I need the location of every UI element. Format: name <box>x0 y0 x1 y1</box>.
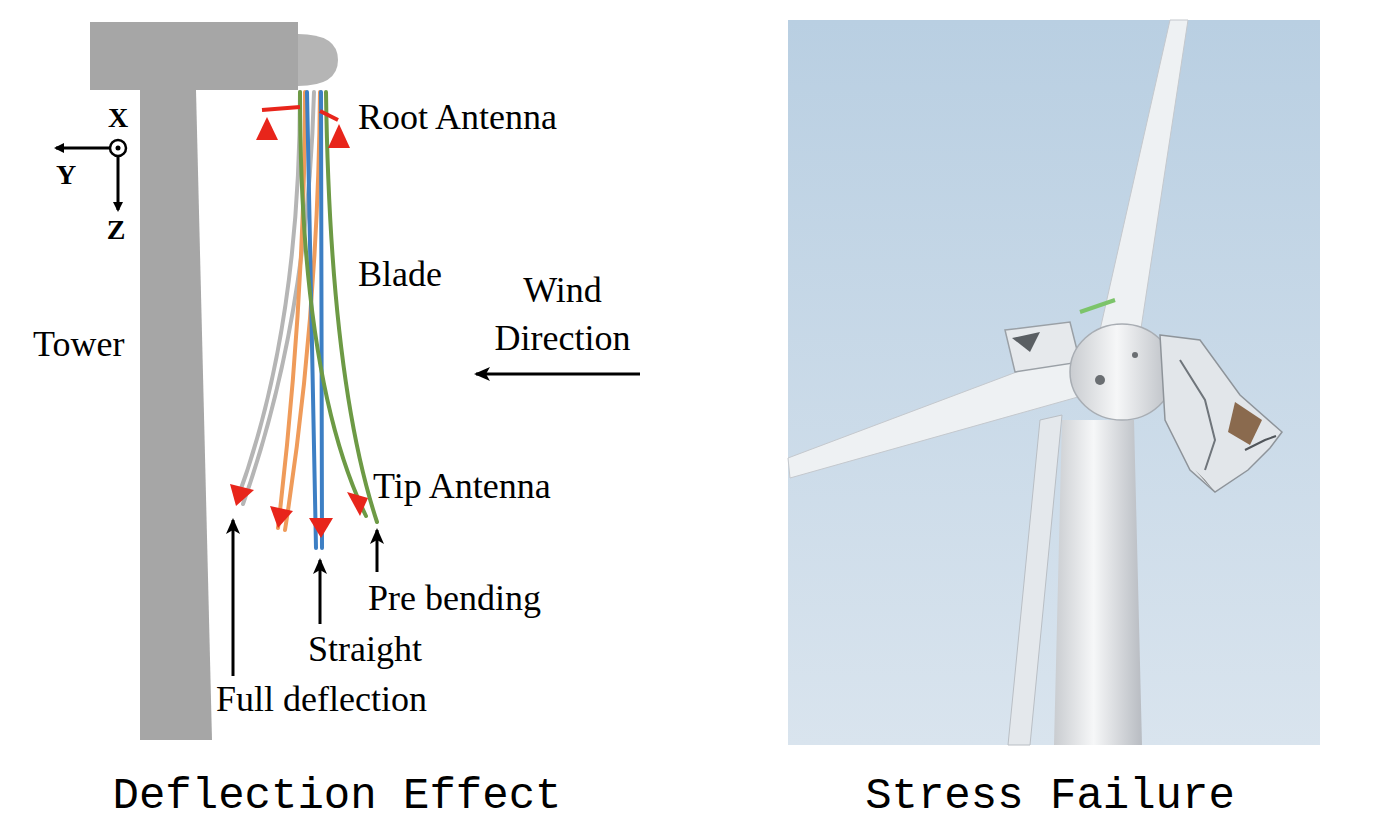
wind-label: Wind Direction <box>470 266 655 362</box>
antennas-part <box>328 124 350 148</box>
antennas-part <box>270 506 293 528</box>
turbine-photo <box>788 20 1320 745</box>
turbine-photo-part <box>1195 470 1215 492</box>
state-label: Pre bending <box>368 577 541 620</box>
axis-label: Z <box>101 213 131 247</box>
turbine-photo-part <box>1008 415 1062 745</box>
turbine-photo-part <box>1080 300 1115 312</box>
pointer-arrows-part <box>232 520 235 676</box>
antennas-part <box>262 107 300 110</box>
panel-caption: Stress Failure <box>800 770 1300 823</box>
antennas-part <box>347 492 368 516</box>
antennas <box>230 107 368 538</box>
pointer-arrows-part <box>476 373 640 376</box>
part-label: Tower <box>33 323 124 366</box>
blade-curves-part <box>300 92 366 516</box>
antennas-part <box>320 111 338 120</box>
part-label: Blade <box>358 253 442 296</box>
pointer-arrows <box>233 374 640 676</box>
antennas-part <box>230 484 254 506</box>
turbine-photo-part <box>1228 402 1262 445</box>
turbine-photo-part <box>1012 332 1040 352</box>
pointer-arrows-part <box>376 530 379 572</box>
pointer-arrows-part <box>319 560 322 624</box>
turbine-photo-part <box>1160 335 1282 492</box>
turbine-photo-part <box>1054 420 1142 745</box>
turbine-sketch-part <box>140 90 212 740</box>
turbine-photo-part <box>1100 20 1188 335</box>
turbine-photo-part <box>788 20 1320 745</box>
axis-label: X <box>103 101 133 135</box>
axis-label: Y <box>51 158 81 192</box>
turbine-photo-part <box>1245 436 1276 450</box>
state-label: Full deflection <box>216 678 427 721</box>
turbine-photo-part <box>1132 352 1138 358</box>
turbine-photo-part <box>1005 322 1080 372</box>
part-label: Tip Antenna <box>373 465 551 508</box>
part-label: Root Antenna <box>358 96 557 139</box>
axes-part <box>116 146 121 151</box>
axes-part <box>110 140 126 156</box>
blade-curves <box>237 92 377 548</box>
antennas-part <box>256 117 278 140</box>
blade-curves-part <box>326 92 377 522</box>
blade-curves-part <box>321 92 322 548</box>
turbine-sketch-part <box>298 34 338 86</box>
axes-part <box>56 147 110 150</box>
state-label: Straight <box>308 628 422 671</box>
panel-caption: Deflection Effect <box>37 770 637 823</box>
turbine-sketch-part <box>90 22 298 90</box>
axes-part <box>117 156 120 210</box>
turbine-photo-part <box>1180 360 1215 470</box>
turbine-photo-part <box>788 350 1085 478</box>
turbine-photo-part <box>1095 375 1105 385</box>
antennas-part <box>309 518 333 538</box>
turbine-photo-part <box>1070 324 1174 420</box>
blade-curves-part <box>237 92 300 500</box>
